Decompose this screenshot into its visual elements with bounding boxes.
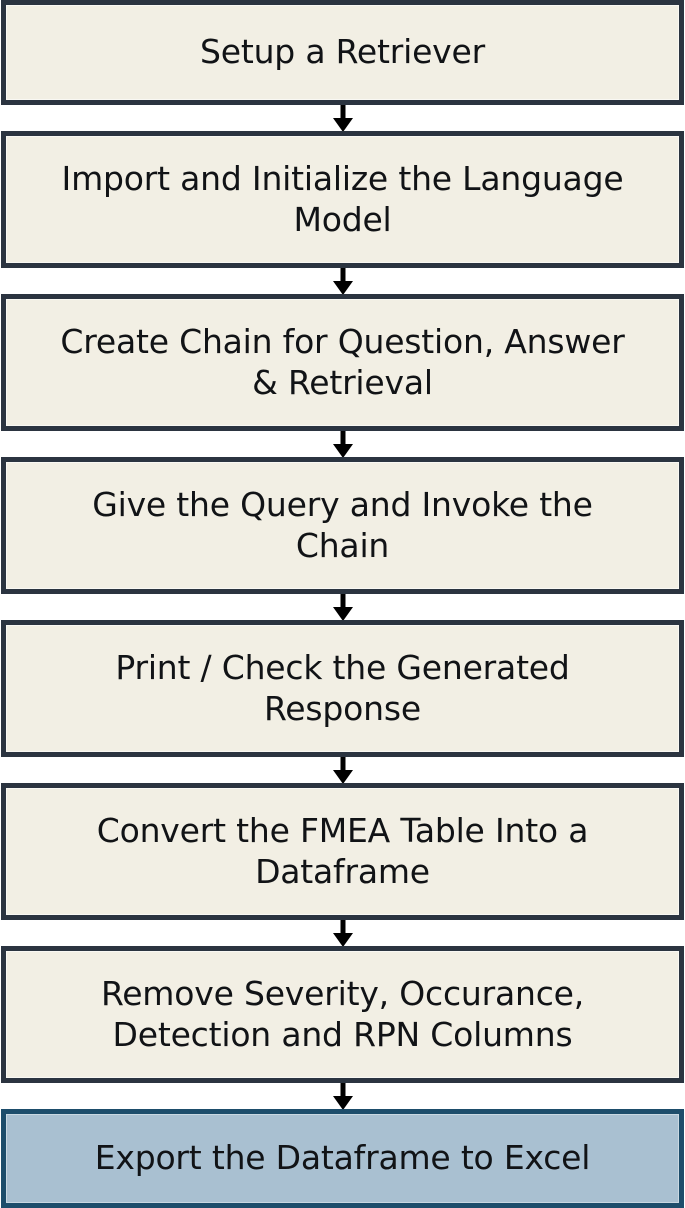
node-label: Convert the FMEA Table Into a Dataframe [96,811,589,891]
flowchart-node-convert-fmea-dataframe: Convert the FMEA Table Into a Dataframe [1,783,684,920]
arrow-shaft [340,105,345,120]
node-label: Setup a Retriever [200,32,485,72]
node-label: Print / Check the Generated Response [115,648,570,728]
arrow-down-icon [332,281,353,295]
flowchart-connector-arrow-4 [0,594,685,621]
arrow-shaft [340,920,345,935]
arrow-down-icon [332,933,353,947]
arrow-shaft [340,431,345,446]
flowchart-connector-arrow-7 [0,1083,685,1110]
flowchart-node-create-chain: Create Chain for Question, Answer & Retr… [1,294,684,431]
flowchart-connector-arrow-3 [0,431,685,458]
flowchart-connector-arrow-6 [0,920,685,947]
arrow-shaft [340,594,345,609]
arrow-down-icon [332,444,353,458]
flowchart-node-export-excel: Export the Dataframe to Excel [1,1109,684,1208]
node-label: Import and Initialize the Language Model [61,159,624,239]
arrow-down-icon [332,770,353,784]
flowchart-connector-arrow-1 [0,105,685,132]
arrow-shaft [340,757,345,772]
arrow-shaft [340,268,345,283]
node-label: Remove Severity, Occurance, Detection an… [100,974,585,1054]
flowchart-connector-arrow-5 [0,757,685,784]
node-label: Give the Query and Invoke the Chain [92,485,593,565]
flowchart-node-give-query-invoke: Give the Query and Invoke the Chain [1,457,684,594]
flowchart-node-import-init-llm: Import and Initialize the Language Model [1,131,684,268]
node-label: Create Chain for Question, Answer & Retr… [60,322,625,402]
flowchart-node-remove-columns: Remove Severity, Occurance, Detection an… [1,946,684,1083]
flowchart-connector-arrow-2 [0,268,685,295]
arrow-down-icon [332,1096,353,1110]
flowchart-node-setup-retriever: Setup a Retriever [1,0,684,105]
arrow-down-icon [332,118,353,132]
arrow-down-icon [332,607,353,621]
node-label: Export the Dataframe to Excel [94,1138,591,1178]
flowchart-node-print-check-response: Print / Check the Generated Response [1,620,684,757]
